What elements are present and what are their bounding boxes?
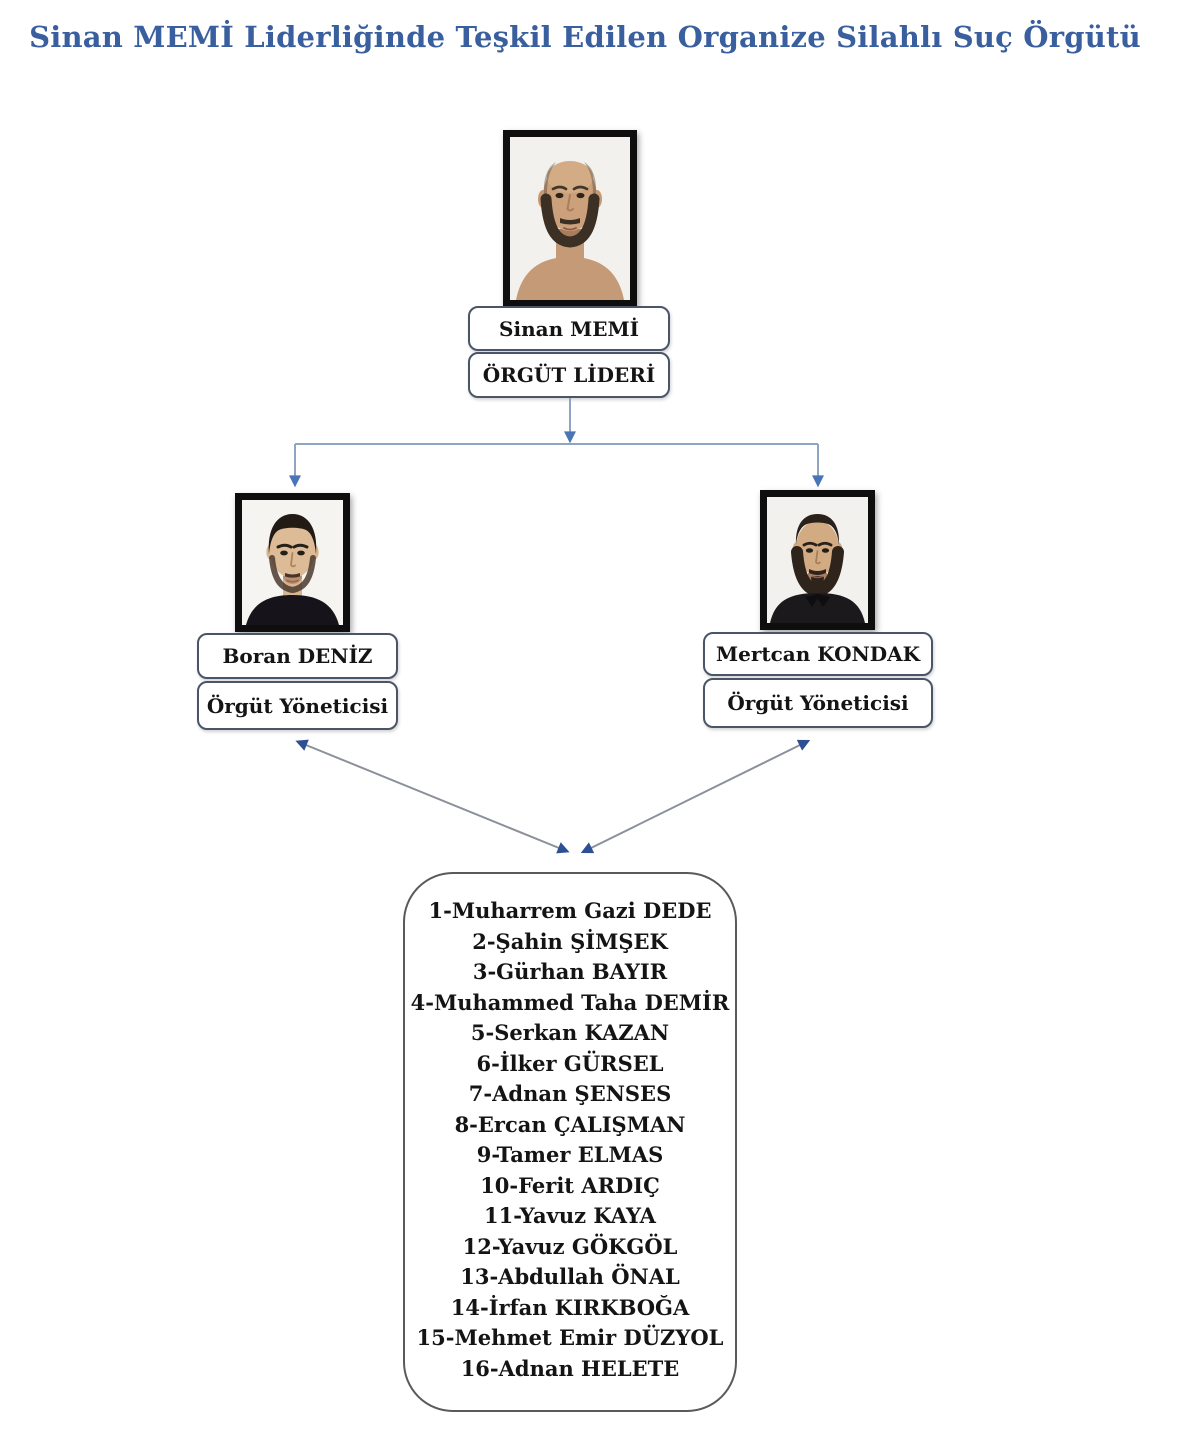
member-item: 13-Abdullah ÖNAL xyxy=(460,1264,680,1289)
leader-name: Sinan MEMİ xyxy=(499,316,639,341)
member-item: 14-İrfan KIRKBOĞA xyxy=(450,1294,690,1320)
member-item: 6-İlker GÜRSEL xyxy=(476,1050,664,1076)
leader-role-box: ÖRGÜT LİDERİ xyxy=(468,352,670,398)
members-list-box: 1-Muharrem Gazi DEDE 2-Şahin ŞİMŞEK 3-Gürh… xyxy=(403,872,737,1412)
member-item: 3-Gürhan BAYIR xyxy=(472,959,668,984)
member-item: 8-Ercan ÇALIŞMAN xyxy=(454,1111,686,1137)
manager1-photo xyxy=(235,493,350,632)
member-item: 4-Muhammed Taha DEMİR xyxy=(410,989,730,1015)
bald-bearded-man-portrait xyxy=(510,137,630,300)
member-item: 5-Serkan KAZAN xyxy=(470,1020,670,1045)
member-item: 16-Adnan HELETE xyxy=(460,1355,680,1381)
leader-role: ÖRGÜT LİDERİ xyxy=(482,363,656,387)
leader-photo xyxy=(503,130,637,307)
member-item: 2-Şahin ŞİMŞEK xyxy=(472,928,668,954)
page-title: Sinan MEMİ Liderliğinde Teşkil Edilen Or… xyxy=(29,20,1141,54)
manager2-photo xyxy=(760,490,875,630)
manager1-name-box: Boran DENİZ xyxy=(197,633,398,679)
manager1-name: Boran DENİZ xyxy=(222,644,373,668)
member-item: 1-Muharrem Gazi DEDE xyxy=(428,898,712,923)
member-item: 15-Mehmet Emir DÜZYOL xyxy=(416,1325,724,1350)
manager1-role-box: Örgüt Yöneticisi xyxy=(197,681,398,730)
member-item: 7-Adnan ŞENSES xyxy=(468,1081,672,1106)
young-dark-haired-man-portrait xyxy=(242,500,343,625)
manager2-name: Mertcan KONDAK xyxy=(715,642,921,666)
manager2-role-box: Örgüt Yöneticisi xyxy=(703,678,933,728)
manager2-role: Örgüt Yöneticisi xyxy=(727,691,909,715)
bearded-man-portrait xyxy=(767,497,868,623)
member-item: 9-Tamer ELMAS xyxy=(476,1142,664,1167)
manager1-role: Örgüt Yöneticisi xyxy=(206,693,389,718)
leader-name-box: Sinan MEMİ xyxy=(468,306,670,351)
manager2-name-box: Mertcan KONDAK xyxy=(703,632,933,676)
member-item: 10-Ferit ARDIÇ xyxy=(480,1172,660,1198)
member-item: 12-Yavuz GÖKGÖL xyxy=(462,1233,678,1259)
member-item: 11-Yavuz KAYA xyxy=(484,1203,656,1228)
